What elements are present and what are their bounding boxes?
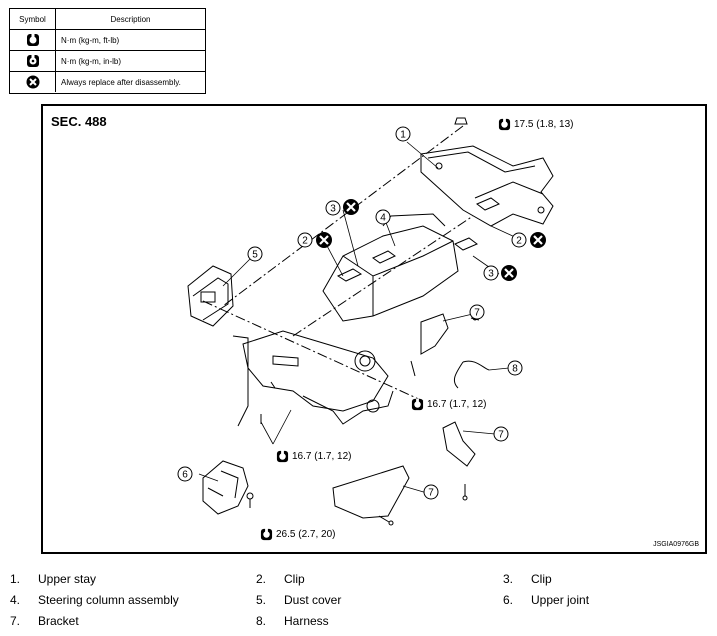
svg-text:3: 3 bbox=[330, 204, 336, 215]
svg-text:2: 2 bbox=[302, 236, 308, 247]
torque-wrench-icon bbox=[411, 398, 424, 411]
upper-joint-part bbox=[202, 460, 254, 515]
symbol-legend-table: Symbol Description N·m (kg-m, ft-lb) N·m… bbox=[9, 8, 206, 94]
svg-text:1: 1 bbox=[400, 130, 406, 141]
svg-text:7: 7 bbox=[498, 430, 504, 441]
torque-label: 26.5 (2.7, 20) bbox=[260, 528, 335, 541]
callout-2: 2 bbox=[297, 232, 313, 248]
legend-row: Always replace after disassembly. bbox=[10, 71, 205, 92]
callout-2: 2 bbox=[511, 232, 527, 248]
svg-text:7: 7 bbox=[474, 308, 480, 319]
list-item: 7.Bracket bbox=[10, 614, 79, 628]
legend-row: N·m (kg-m, in-lb) bbox=[10, 50, 205, 71]
callout-6: 6 bbox=[177, 466, 193, 482]
torque-label: 16.7 (1.7, 12) bbox=[411, 398, 486, 411]
dust-cover-part bbox=[187, 265, 234, 327]
section-label: SEC. 488 bbox=[51, 114, 107, 129]
callout-7: 7 bbox=[423, 484, 439, 500]
legend-header-row: Symbol Description bbox=[10, 9, 205, 29]
torque-wrench-icon bbox=[260, 528, 273, 541]
list-item: 1.Upper stay bbox=[10, 572, 97, 586]
torque-wrench-icon bbox=[498, 118, 511, 131]
steering-column-diagram: 1 3 4 2 2 5 3 7 8 7 6 7 bbox=[177, 117, 554, 526]
callout-5: 5 bbox=[247, 246, 263, 262]
list-item: 6.Upper joint bbox=[503, 593, 590, 607]
torque-label: 16.7 (1.7, 12) bbox=[276, 450, 351, 463]
list-item: 3.Clip bbox=[503, 572, 552, 586]
svg-text:6: 6 bbox=[182, 470, 188, 481]
list-item: 4.Steering column assembly bbox=[10, 593, 179, 607]
svg-text:7: 7 bbox=[428, 488, 434, 499]
harness-part bbox=[453, 360, 490, 389]
callout-4: 4 bbox=[375, 209, 391, 225]
upper-stay-part bbox=[420, 145, 554, 227]
legend-description: N·m (kg-m, ft-lb) bbox=[61, 35, 120, 45]
torque-label: 17.5 (1.8, 13) bbox=[498, 118, 573, 131]
svg-text:5: 5 bbox=[252, 250, 258, 261]
legend-row: N·m (kg-m, ft-lb) bbox=[10, 29, 205, 50]
svg-text:4: 4 bbox=[380, 213, 386, 224]
callout-1: 1 bbox=[395, 126, 411, 142]
callout-7: 7 bbox=[469, 304, 485, 320]
list-item: 5.Dust cover bbox=[256, 593, 342, 607]
callout-3: 3 bbox=[483, 265, 499, 281]
svg-text:3: 3 bbox=[488, 269, 494, 280]
always-replace-icon bbox=[26, 75, 39, 89]
torque-wrench-icon bbox=[26, 33, 39, 46]
legend-header-description: Description bbox=[110, 14, 151, 24]
svg-text:2: 2 bbox=[516, 236, 522, 247]
bracket-parts bbox=[332, 313, 480, 526]
legend-description: N·m (kg-m, in-lb) bbox=[61, 56, 121, 66]
callout-7: 7 bbox=[493, 426, 509, 442]
list-item: 8.Harness bbox=[256, 614, 329, 628]
torque-wrench-inlb-icon bbox=[26, 54, 39, 67]
list-item: 2.Clip bbox=[256, 572, 305, 586]
image-code: JSGIA0976GB bbox=[653, 541, 699, 548]
torque-wrench-icon bbox=[276, 450, 289, 463]
steering-column-assembly-part bbox=[232, 213, 459, 427]
legend-description: Always replace after disassembly. bbox=[61, 77, 181, 87]
diagram-frame: SEC. 488 bbox=[41, 104, 707, 554]
legend-header-symbol: Symbol bbox=[10, 9, 56, 29]
svg-text:8: 8 bbox=[512, 364, 518, 375]
callout-8: 8 bbox=[507, 360, 523, 376]
callout-3: 3 bbox=[325, 200, 341, 216]
clip-parts bbox=[336, 197, 500, 282]
